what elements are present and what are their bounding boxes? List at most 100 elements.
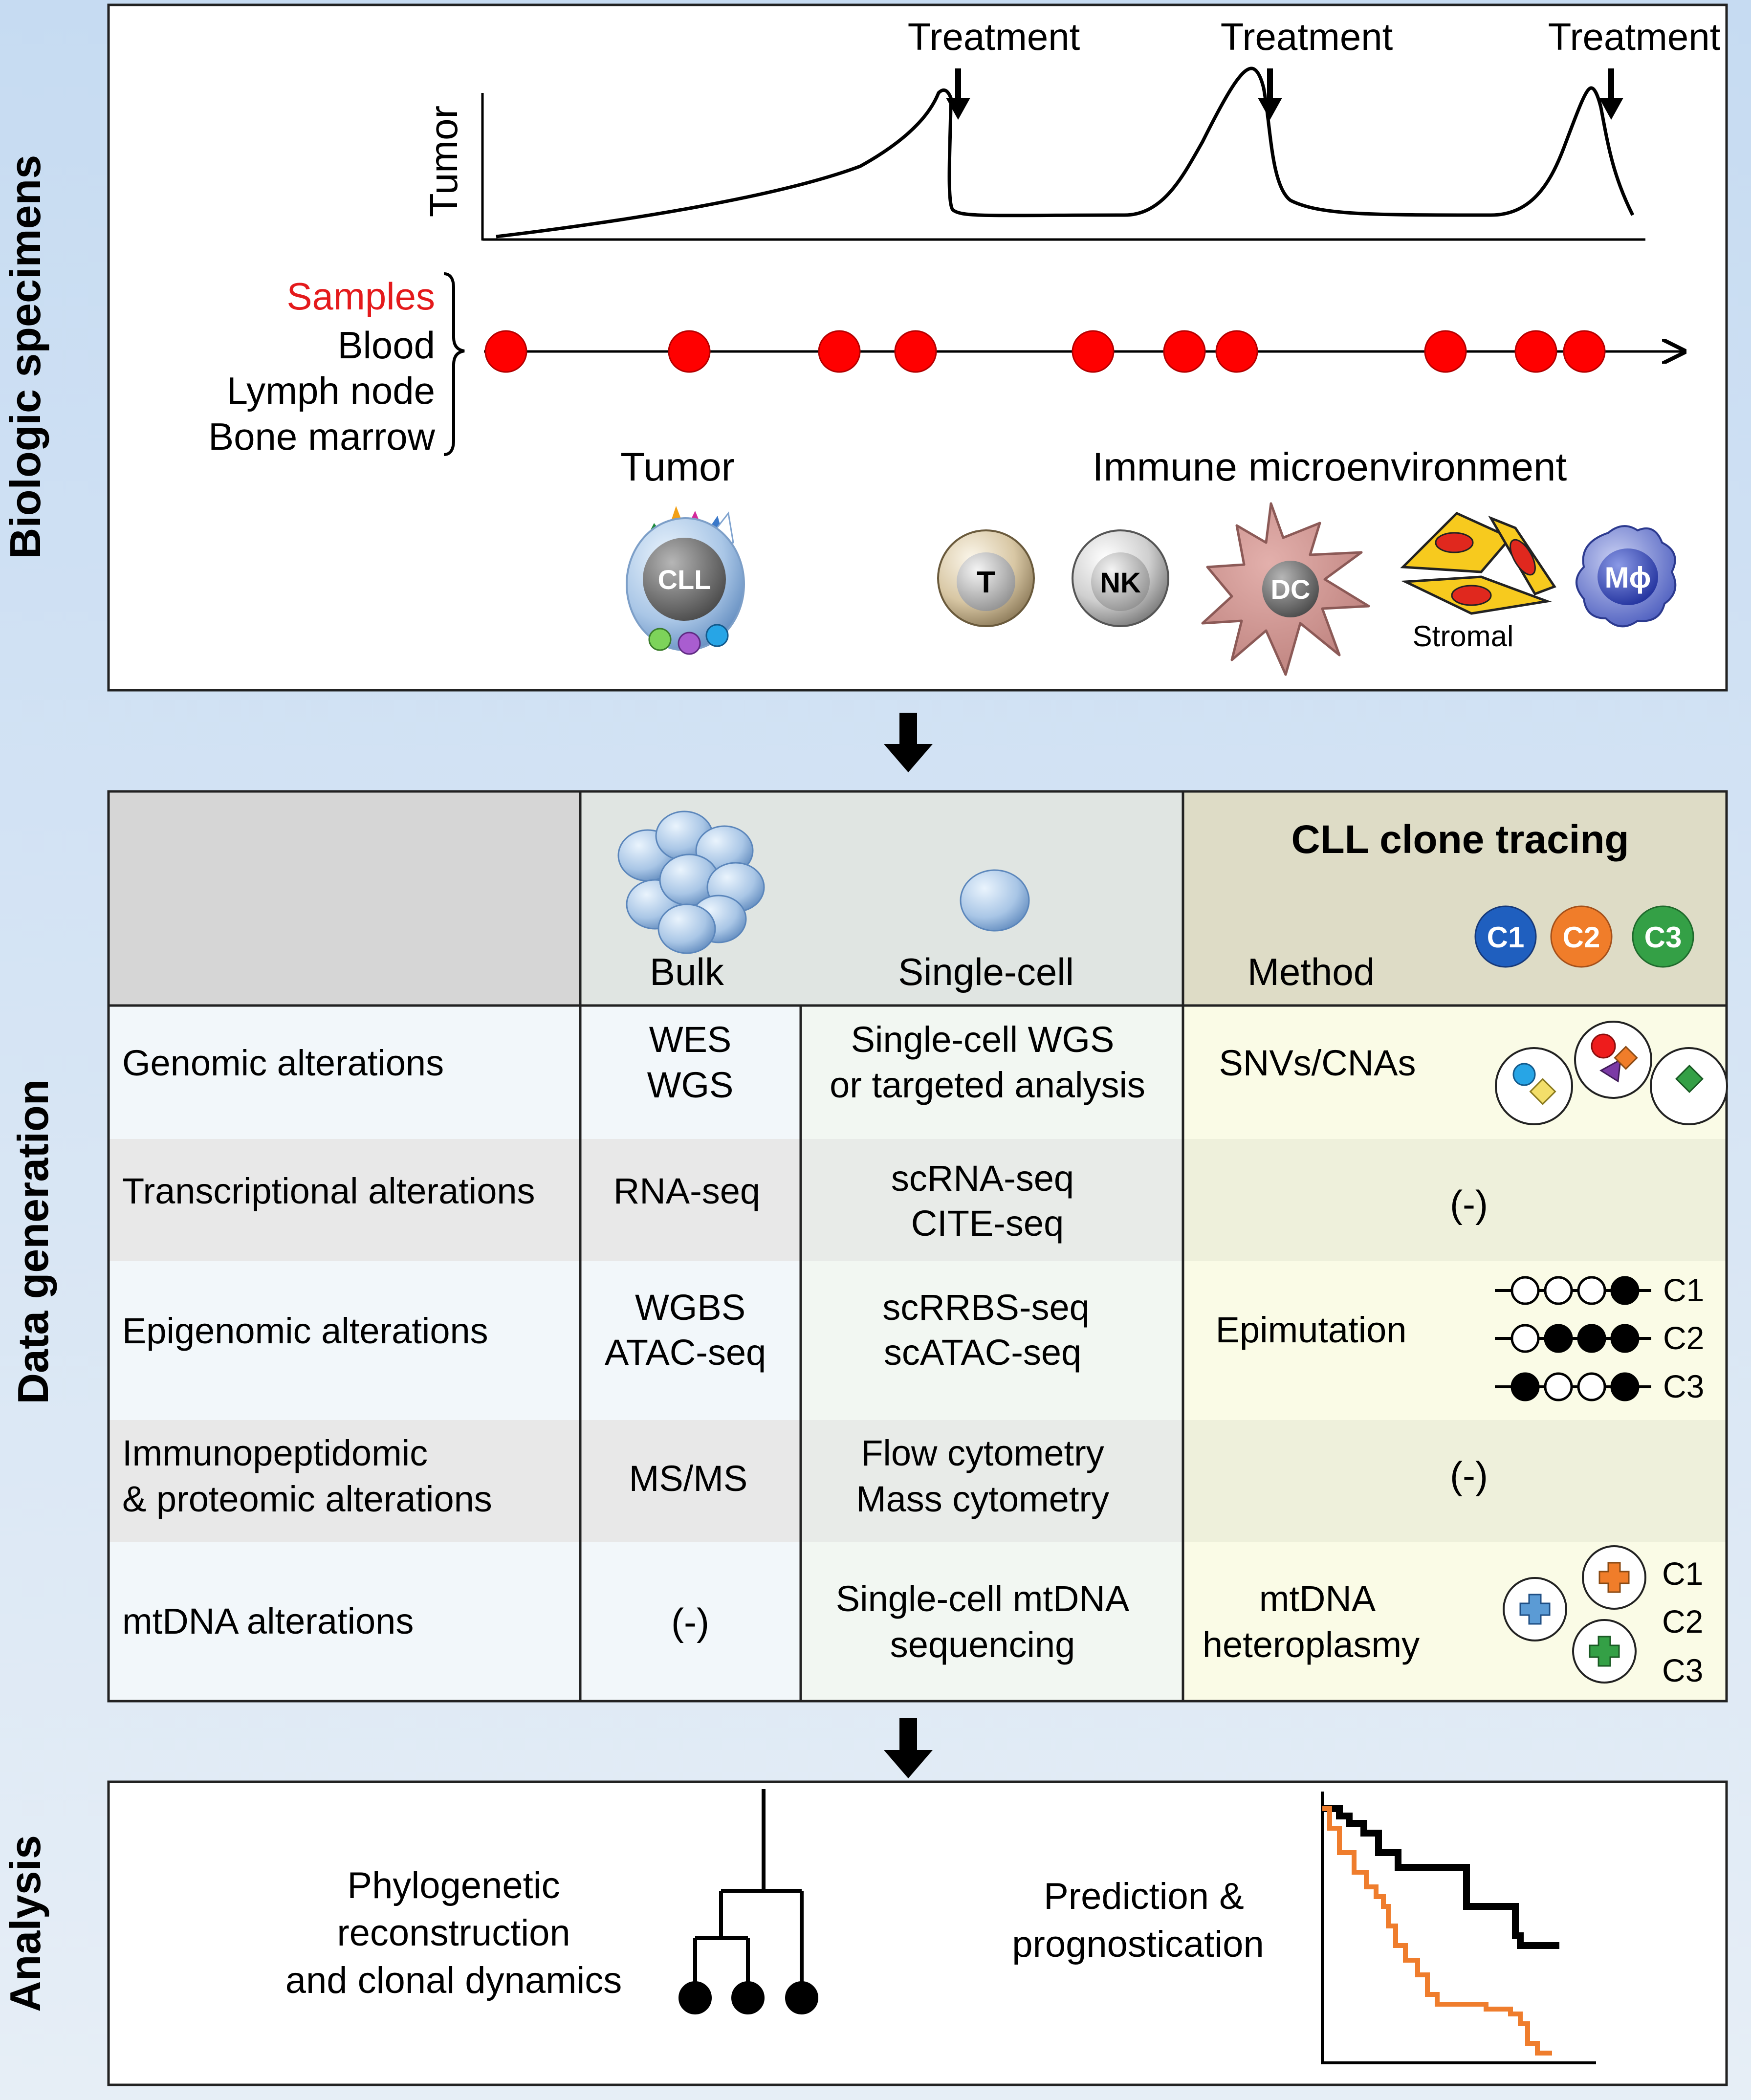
- mtdna-clone-label: C2: [1662, 1603, 1703, 1640]
- mtdna-clone-icons: [1503, 1545, 1646, 1684]
- table-row-epigenomic: Epigenomic alterations WGBS ATAC-seq scR…: [122, 1272, 1704, 1404]
- sample-dot: [1215, 330, 1258, 373]
- sample-type-lymph-node: Lymph node: [227, 369, 435, 412]
- clone-badge-c1: [1474, 905, 1537, 968]
- clone-tracing-method: Epimutation: [1216, 1310, 1407, 1350]
- bulk-method: RNA-seq: [613, 1171, 760, 1211]
- phylo-text: and clonal dynamics: [285, 1960, 622, 2001]
- column-header-single-cell: Single-cell: [898, 950, 1074, 993]
- bulk-method: MS/MS: [629, 1458, 748, 1499]
- clone-badge-c3: [1632, 905, 1694, 968]
- clone-tracing-method: SNVs/CNAs: [1219, 1043, 1416, 1083]
- table-row-proteomic: Immunopeptidomic & proteomic alterations…: [122, 1433, 1488, 1519]
- sample-dot: [818, 330, 861, 373]
- analysis-panel: Phylogenetic reconstruction and clonal d…: [107, 1780, 1728, 2086]
- bulk-method: ATAC-seq: [605, 1332, 766, 1373]
- table-row-transcriptional: Transcriptional alterations RNA-seq scRN…: [122, 1158, 1488, 1244]
- single-cell-method: scATAC-seq: [884, 1332, 1081, 1373]
- bulk-method: WGS: [647, 1065, 734, 1105]
- row-label: Genomic alterations: [122, 1043, 444, 1083]
- treatment-label-2: Treatment: [1221, 15, 1393, 58]
- flow-arrow-2: [884, 1718, 933, 1778]
- row-label: Immunopeptidomic: [122, 1433, 428, 1473]
- macrophage-label: Mϕ: [1605, 561, 1651, 594]
- treatment-marker-1: Treatment: [908, 15, 1080, 120]
- clone-tracing-method: (-): [1450, 1454, 1488, 1497]
- clone-badges: C1 C2 C3: [1474, 905, 1694, 968]
- single-cell-method: Single-cell WGS: [851, 1019, 1115, 1060]
- sample-dot: [668, 330, 711, 373]
- clone-tracing-method: (-): [1450, 1182, 1488, 1225]
- section-label-specimens: Biologic specimens: [1, 155, 49, 559]
- epimutation-clone-label: C2: [1663, 1320, 1704, 1356]
- tumor-title: Tumor: [620, 445, 735, 489]
- single-cell-method: or targeted analysis: [830, 1065, 1145, 1105]
- prediction-text: prognostication: [1012, 1924, 1264, 1965]
- table-row-mtdna: mtDNA alterations (-) Single-cell mtDNA …: [122, 1545, 1703, 1688]
- tumor-burden-curve: [496, 66, 1635, 239]
- samples-title: Samples: [287, 275, 435, 318]
- mtdna-clone-label: C3: [1662, 1652, 1703, 1688]
- phylo-text: reconstruction: [337, 1912, 570, 1954]
- row-label: mtDNA alterations: [122, 1601, 414, 1641]
- sample-type-blood: Blood: [338, 324, 436, 367]
- phylogenetic-tree-icon: [679, 1789, 818, 2014]
- bulk-method: (-): [671, 1600, 709, 1643]
- section-label-data: Data generation: [9, 1079, 57, 1404]
- single-cell-method: Mass cytometry: [856, 1479, 1109, 1519]
- sample-dot: [1563, 330, 1606, 373]
- epimutation-lollipops: [1495, 1276, 1651, 1401]
- clone-tracing-method: mtDNA: [1259, 1578, 1376, 1619]
- data-table: Bulk Single-cell CLL clone tracing Metho…: [107, 790, 1728, 1703]
- single-cell-method: Single-cell mtDNA: [836, 1578, 1130, 1619]
- clone-badge-c1-label: C1: [1487, 921, 1525, 954]
- section-label-analysis: Analysis: [1, 1835, 49, 2012]
- sample-dots: [484, 330, 1606, 373]
- treatment-label-1: Treatment: [908, 15, 1080, 58]
- flow-arrow-1: [884, 713, 933, 772]
- stromal-label: Stromal: [1413, 620, 1514, 653]
- sample-dot: [484, 330, 527, 373]
- bulk-method: WES: [649, 1019, 732, 1060]
- row-label: & proteomic alterations: [122, 1479, 492, 1519]
- survival-curve-icon: [1321, 1792, 1596, 2064]
- phylo-text: Phylogenetic: [347, 1865, 560, 1906]
- clone-badge-c2-label: C2: [1563, 921, 1600, 954]
- treatment-marker-2: Treatment: [1221, 15, 1393, 120]
- sample-dot: [1514, 330, 1557, 373]
- treatment-label-3: Treatment: [1548, 15, 1721, 58]
- sample-dot: [894, 330, 937, 373]
- stromal-cell-icon: Stromal: [1400, 512, 1556, 653]
- bulk-method: WGBS: [635, 1287, 745, 1328]
- column-header-bulk: Bulk: [650, 950, 724, 993]
- single-cell-method: sequencing: [890, 1624, 1075, 1665]
- single-cell-method: CITE-seq: [911, 1203, 1064, 1244]
- macrophage-icon: Mϕ: [1576, 525, 1677, 628]
- clone-badge-c2: [1550, 905, 1613, 968]
- table-row-genomic: Genomic alterations WES WGS Single-cell …: [122, 1019, 1728, 1125]
- survival-curve-poor: [1322, 1806, 1552, 2056]
- clone-badge-c3-label: C3: [1644, 921, 1682, 954]
- nk-cell-icon: NK: [1072, 529, 1169, 627]
- cll-cell-icon: CLL: [626, 506, 745, 655]
- column-header-clone-tracing: CLL clone tracing: [1291, 817, 1629, 862]
- single-cell-method: Flow cytometry: [861, 1433, 1104, 1473]
- sample-dot: [1072, 330, 1115, 373]
- prediction-text: Prediction &: [1044, 1876, 1244, 1917]
- cll-label: CLL: [658, 564, 711, 595]
- t-cell-icon: T: [937, 529, 1035, 627]
- mtdna-clone-label: C1: [1662, 1555, 1703, 1592]
- t-cell-label: T: [977, 566, 995, 599]
- row-label: Transcriptional alterations: [122, 1171, 535, 1211]
- bulk-cells-icon: [617, 810, 765, 954]
- tumor-burden-chart: Tumor: [422, 66, 1645, 241]
- clone-tracing-method: heteroplasmy: [1203, 1624, 1420, 1665]
- dc-label: DC: [1271, 574, 1311, 605]
- samples-brace: [443, 272, 465, 456]
- survival-curve-good: [1322, 1805, 1559, 1949]
- snv-clone-icons: [1495, 1021, 1728, 1125]
- epimutation-clone-label: C1: [1663, 1272, 1704, 1308]
- column-header-method: Method: [1248, 950, 1375, 993]
- treatment-marker-3: Treatment: [1548, 15, 1721, 120]
- immune-title: Immune microenvironment: [1093, 445, 1567, 489]
